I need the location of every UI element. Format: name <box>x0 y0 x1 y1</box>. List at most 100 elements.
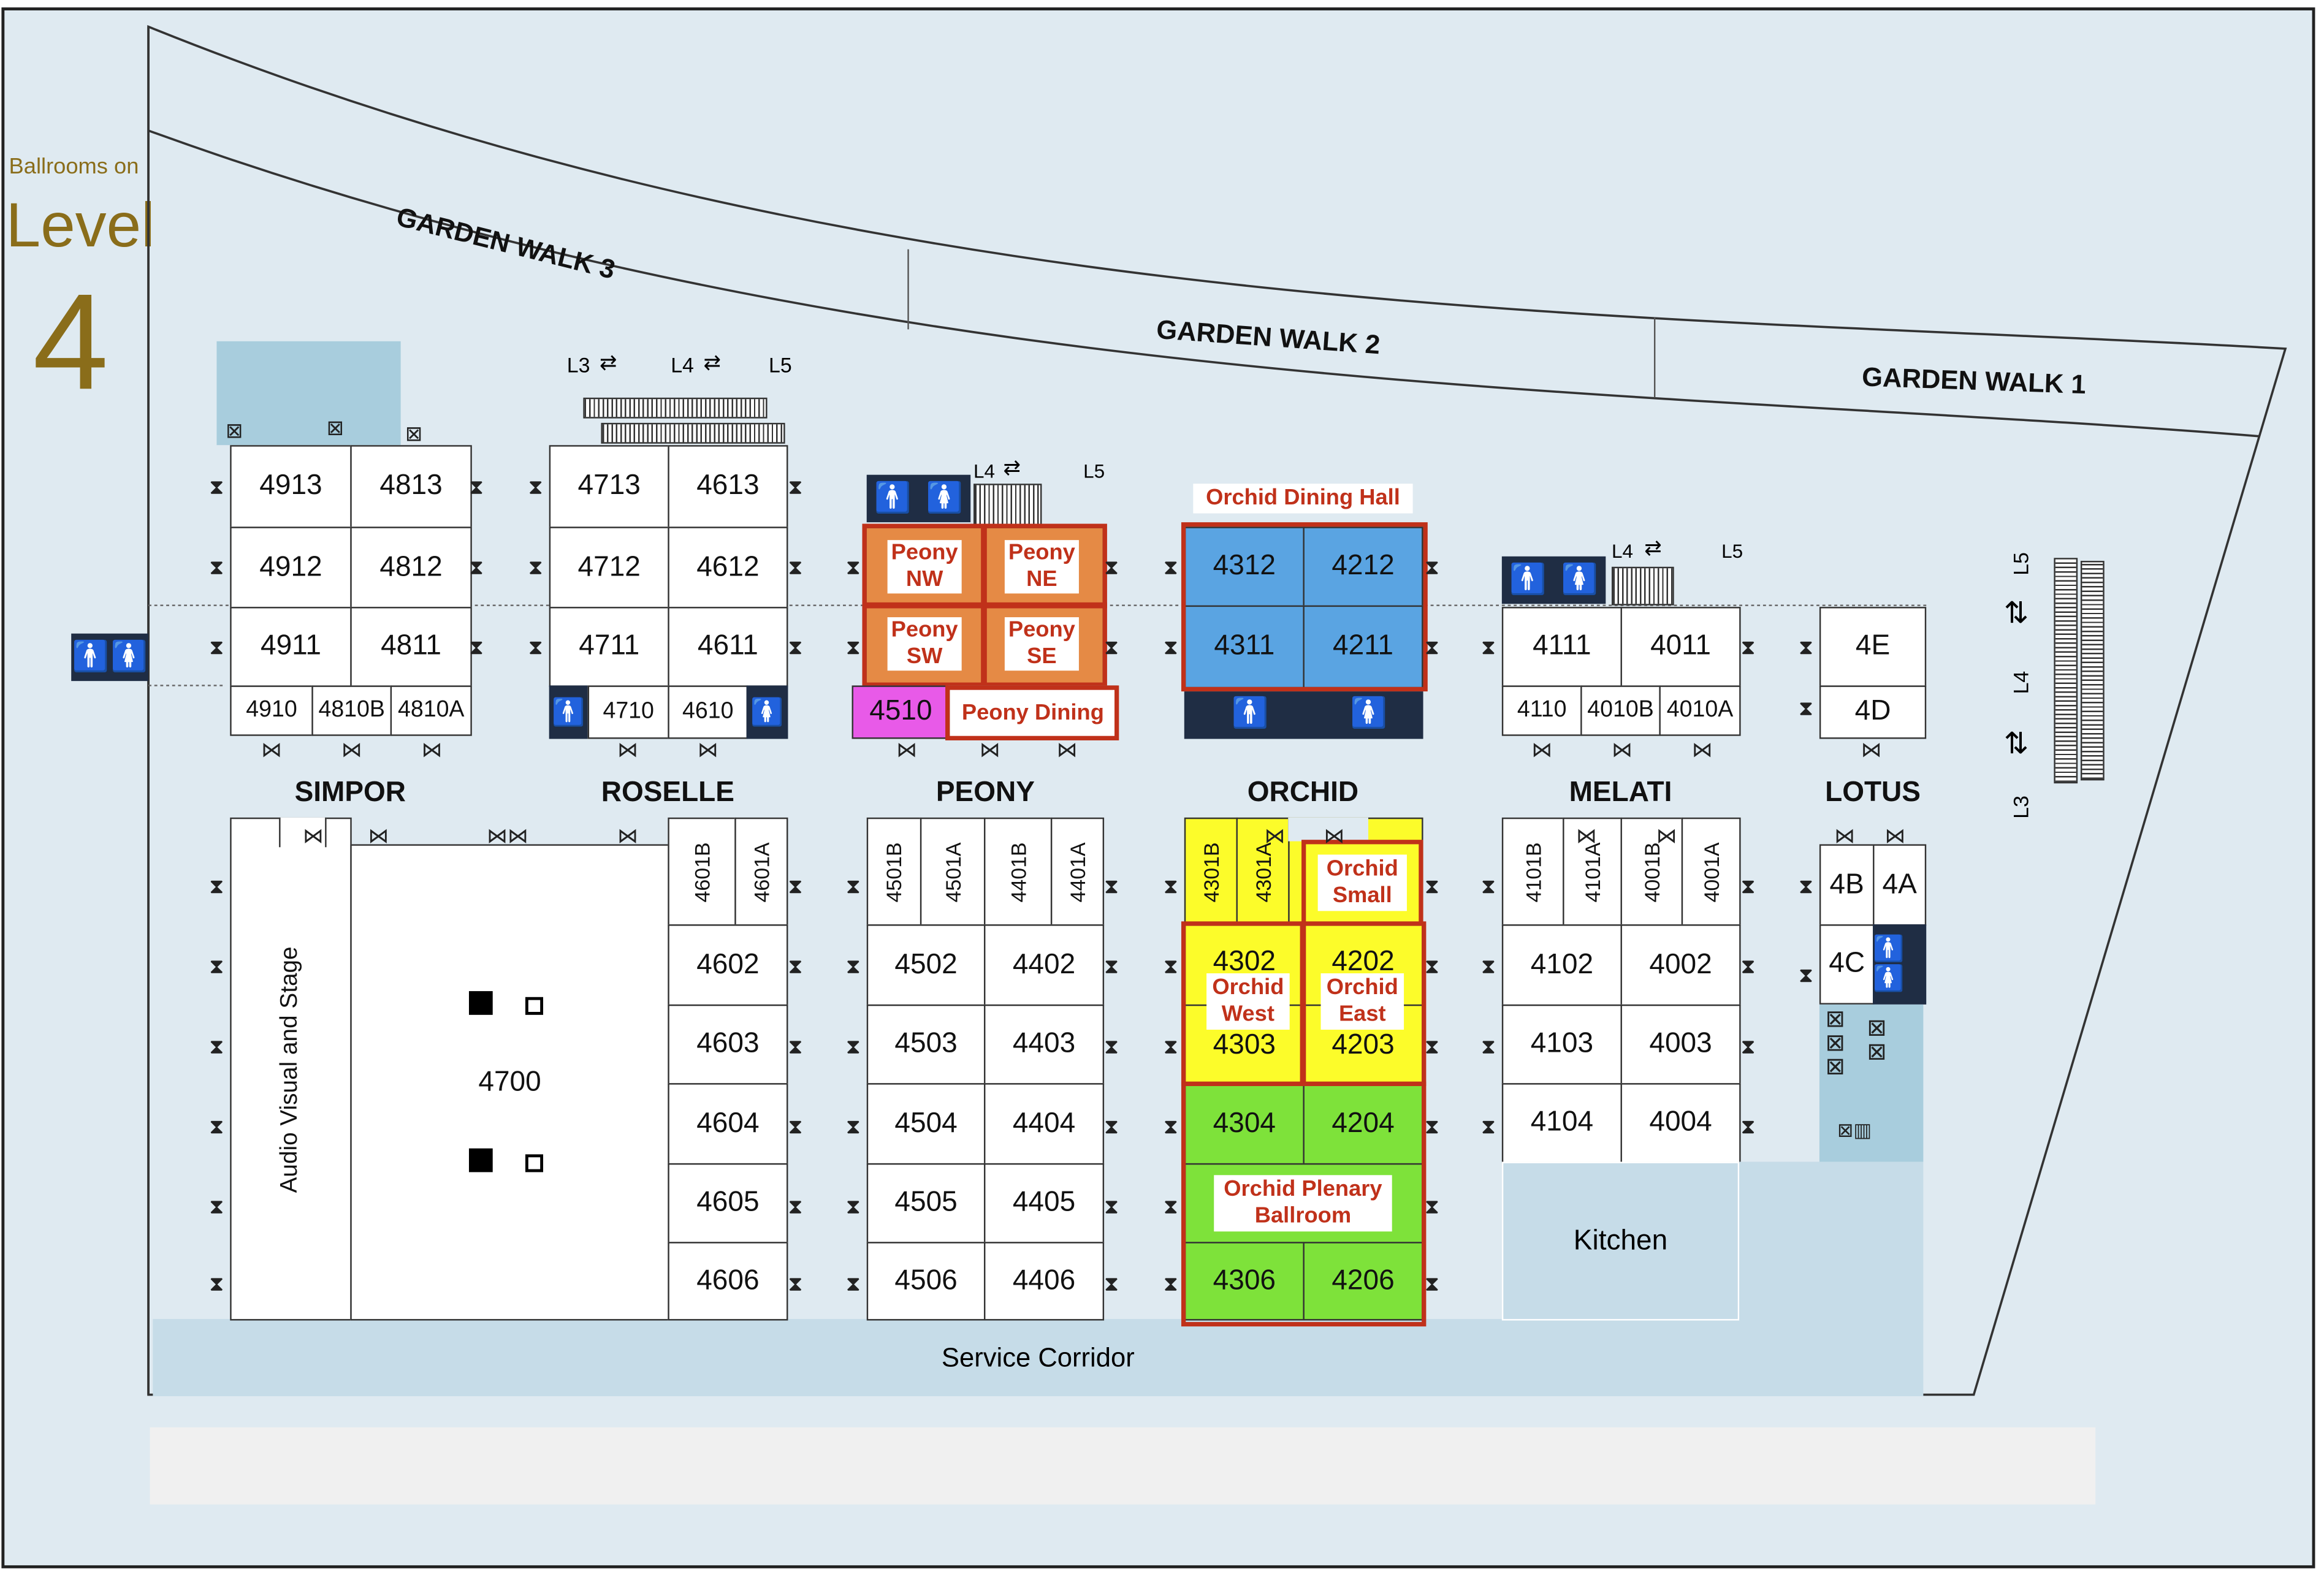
room-4813[interactable]: 4813 <box>350 445 472 528</box>
room-4212[interactable]: 4212 <box>1303 526 1423 607</box>
restroom-icon: 🚹 <box>549 685 588 739</box>
door-icon: ⧗ <box>1104 1271 1119 1296</box>
room-4611[interactable]: 4611 <box>668 607 788 687</box>
room-4306[interactable]: 4306 <box>1184 1242 1305 1321</box>
escalator-icon <box>973 484 1042 525</box>
door-icon: ⋈ <box>1056 737 1078 761</box>
restroom-icon: 🚹🚺 <box>1501 556 1606 604</box>
room-4810a[interactable]: 4810A <box>390 685 472 736</box>
escalator-icon <box>601 422 785 444</box>
room-4710[interactable]: 4710 <box>587 685 669 739</box>
room-4503[interactable]: 4503 <box>866 1004 986 1085</box>
room-4311[interactable]: 4311 <box>1184 605 1305 689</box>
room-4405[interactable]: 4405 <box>983 1163 1105 1244</box>
room-4505[interactable]: 4505 <box>866 1163 986 1244</box>
door-icon: ⧗ <box>1424 954 1439 978</box>
room-4a[interactable]: 4A <box>1873 844 1927 926</box>
room-4601a[interactable]: 4601A <box>734 817 788 926</box>
escalator-label-l5: L5 <box>1721 540 1743 563</box>
room-4103[interactable]: 4103 <box>1501 1004 1622 1085</box>
door-icon: ⋈ <box>1861 737 1882 761</box>
room-4811[interactable]: 4811 <box>350 607 472 687</box>
room-4111[interactable]: 4111 <box>1501 607 1622 687</box>
room-4e[interactable]: 4E <box>1819 607 1927 687</box>
room-4606[interactable]: 4606 <box>668 1242 788 1321</box>
room-4c[interactable]: 4C <box>1819 924 1875 1005</box>
door-icon: ⧗ <box>1799 635 1813 659</box>
room-4812[interactable]: 4812 <box>350 526 472 609</box>
door-icon: ⧗ <box>788 1271 803 1296</box>
room-audio-visual-stage[interactable]: Audio Visual and Stage <box>230 817 352 1321</box>
room-4504[interactable]: 4504 <box>866 1083 986 1165</box>
room-4613[interactable]: 4613 <box>668 445 788 528</box>
door-icon: ⧗ <box>1424 1114 1439 1138</box>
room-4304[interactable]: 4304 <box>1184 1083 1305 1165</box>
room-4104[interactable]: 4104 <box>1501 1083 1622 1163</box>
room-4501a[interactable]: 4501A <box>920 817 986 926</box>
peony-nw-label: Peony NW <box>887 540 962 594</box>
room-4711[interactable]: 4711 <box>549 607 669 687</box>
room-4403[interactable]: 4403 <box>983 1004 1105 1085</box>
room-4510[interactable]: 4510 <box>851 685 950 739</box>
room-4401b[interactable]: 4401B <box>983 817 1053 926</box>
room-4001a[interactable]: 4001A <box>1681 817 1741 926</box>
room-4d[interactable]: 4D <box>1819 685 1927 739</box>
escalator-icon <box>2080 561 2105 781</box>
room-4002[interactable]: 4002 <box>1620 924 1741 1006</box>
room-4211[interactable]: 4211 <box>1303 605 1423 689</box>
room-4102[interactable]: 4102 <box>1501 924 1622 1006</box>
door-icon: ⋈ <box>1691 737 1713 761</box>
door-icon: ⧗ <box>528 555 543 579</box>
room-4206[interactable]: 4206 <box>1303 1242 1423 1321</box>
escalator-icon <box>2054 558 2078 784</box>
room-4610[interactable]: 4610 <box>668 685 749 739</box>
room-4502[interactable]: 4502 <box>866 924 986 1006</box>
room-4b[interactable]: 4B <box>1819 844 1875 926</box>
room-4011[interactable]: 4011 <box>1620 607 1741 687</box>
room-4401a[interactable]: 4401A <box>1050 817 1105 926</box>
room-4603[interactable]: 4603 <box>668 1004 788 1085</box>
door-icon: ⧗ <box>1480 1034 1496 1058</box>
door-icon: ⧗ <box>209 555 224 579</box>
room-4001b[interactable]: 4001B <box>1620 817 1683 926</box>
room-4501b[interactable]: 4501B <box>866 817 922 926</box>
room-4004[interactable]: 4004 <box>1620 1083 1741 1163</box>
door-icon: ⧗ <box>788 1114 803 1138</box>
room-4912[interactable]: 4912 <box>230 526 352 609</box>
audio-visual-label: Audio Visual and Stage <box>277 946 303 1193</box>
room-4810b[interactable]: 4810B <box>311 685 392 736</box>
room-4605[interactable]: 4605 <box>668 1163 788 1244</box>
room-4913[interactable]: 4913 <box>230 445 352 528</box>
door-icon: ⧗ <box>209 1034 224 1058</box>
escalator-label-l4: L4 <box>2009 671 2033 694</box>
room-4601b[interactable]: 4601B <box>668 817 736 926</box>
restroom-icon: 🚹 <box>1232 697 1269 731</box>
door-icon: ⋈ <box>1656 823 1677 848</box>
room-4101b[interactable]: 4101B <box>1501 817 1564 926</box>
lotus-elevator-lobby <box>1819 1004 1924 1162</box>
room-4602[interactable]: 4602 <box>668 924 788 1006</box>
room-4110[interactable]: 4110 <box>1501 685 1582 736</box>
room-4911[interactable]: 4911 <box>230 607 352 687</box>
room-4406[interactable]: 4406 <box>983 1242 1105 1321</box>
room-4506[interactable]: 4506 <box>866 1242 986 1321</box>
room-4404[interactable]: 4404 <box>983 1083 1105 1165</box>
room-4010a[interactable]: 4010A <box>1659 685 1741 736</box>
level-number: 4 <box>32 267 109 419</box>
room-4713[interactable]: 4713 <box>549 445 669 528</box>
door-icon: ⧗ <box>1480 873 1496 898</box>
room-4312[interactable]: 4312 <box>1184 526 1305 607</box>
room-4712[interactable]: 4712 <box>549 526 669 609</box>
pillar-icon <box>525 1154 544 1172</box>
door-icon: ⧗ <box>1104 873 1119 898</box>
room-4301b[interactable]: 4301B <box>1184 817 1238 926</box>
room-4010b[interactable]: 4010B <box>1580 685 1661 736</box>
room-4612[interactable]: 4612 <box>668 526 788 609</box>
room-4910[interactable]: 4910 <box>230 685 313 736</box>
room-4402[interactable]: 4402 <box>983 924 1105 1006</box>
room-4003[interactable]: 4003 <box>1620 1004 1741 1085</box>
room-4700[interactable]: 4700 <box>350 844 669 1321</box>
room-4604[interactable]: 4604 <box>668 1083 788 1165</box>
door-icon: ⧗ <box>1163 635 1178 659</box>
room-4204[interactable]: 4204 <box>1303 1083 1423 1165</box>
